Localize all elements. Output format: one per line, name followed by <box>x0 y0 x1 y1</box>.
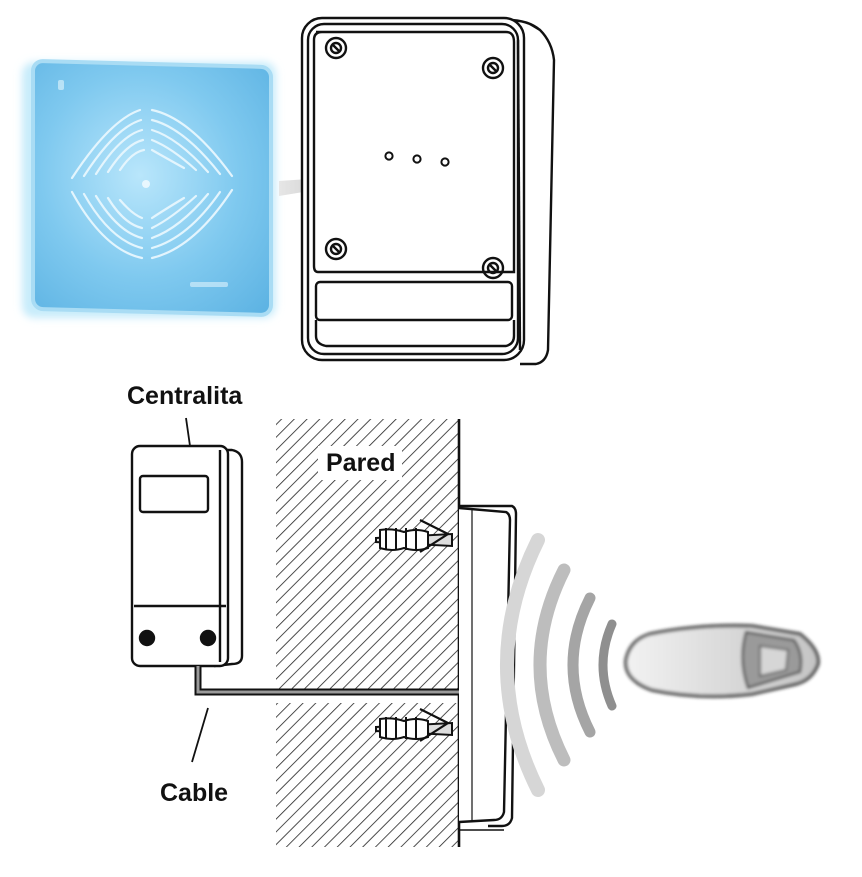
screw-icon <box>324 237 348 261</box>
screw-icon <box>481 256 505 280</box>
control-unit-icon <box>130 444 244 668</box>
label-cable: Cable <box>160 779 229 807</box>
key-fob-icon <box>624 624 820 698</box>
label-centralita: Centralita <box>127 382 243 410</box>
wall-anchor-icon <box>375 708 453 742</box>
leader-line-cable <box>191 707 209 763</box>
wall-anchor-icon <box>375 519 453 553</box>
rfid-card-icon <box>22 59 276 318</box>
wall-section <box>276 419 461 847</box>
screw-icon <box>324 36 348 60</box>
leader-line-centralita <box>185 417 191 447</box>
rfid-reader-icon <box>300 16 556 366</box>
cable-line <box>194 666 460 696</box>
led-indicator-icon <box>384 151 450 167</box>
label-pared: Pared <box>326 449 396 477</box>
screw-icon <box>481 56 505 80</box>
radio-wave-icon <box>500 533 617 797</box>
